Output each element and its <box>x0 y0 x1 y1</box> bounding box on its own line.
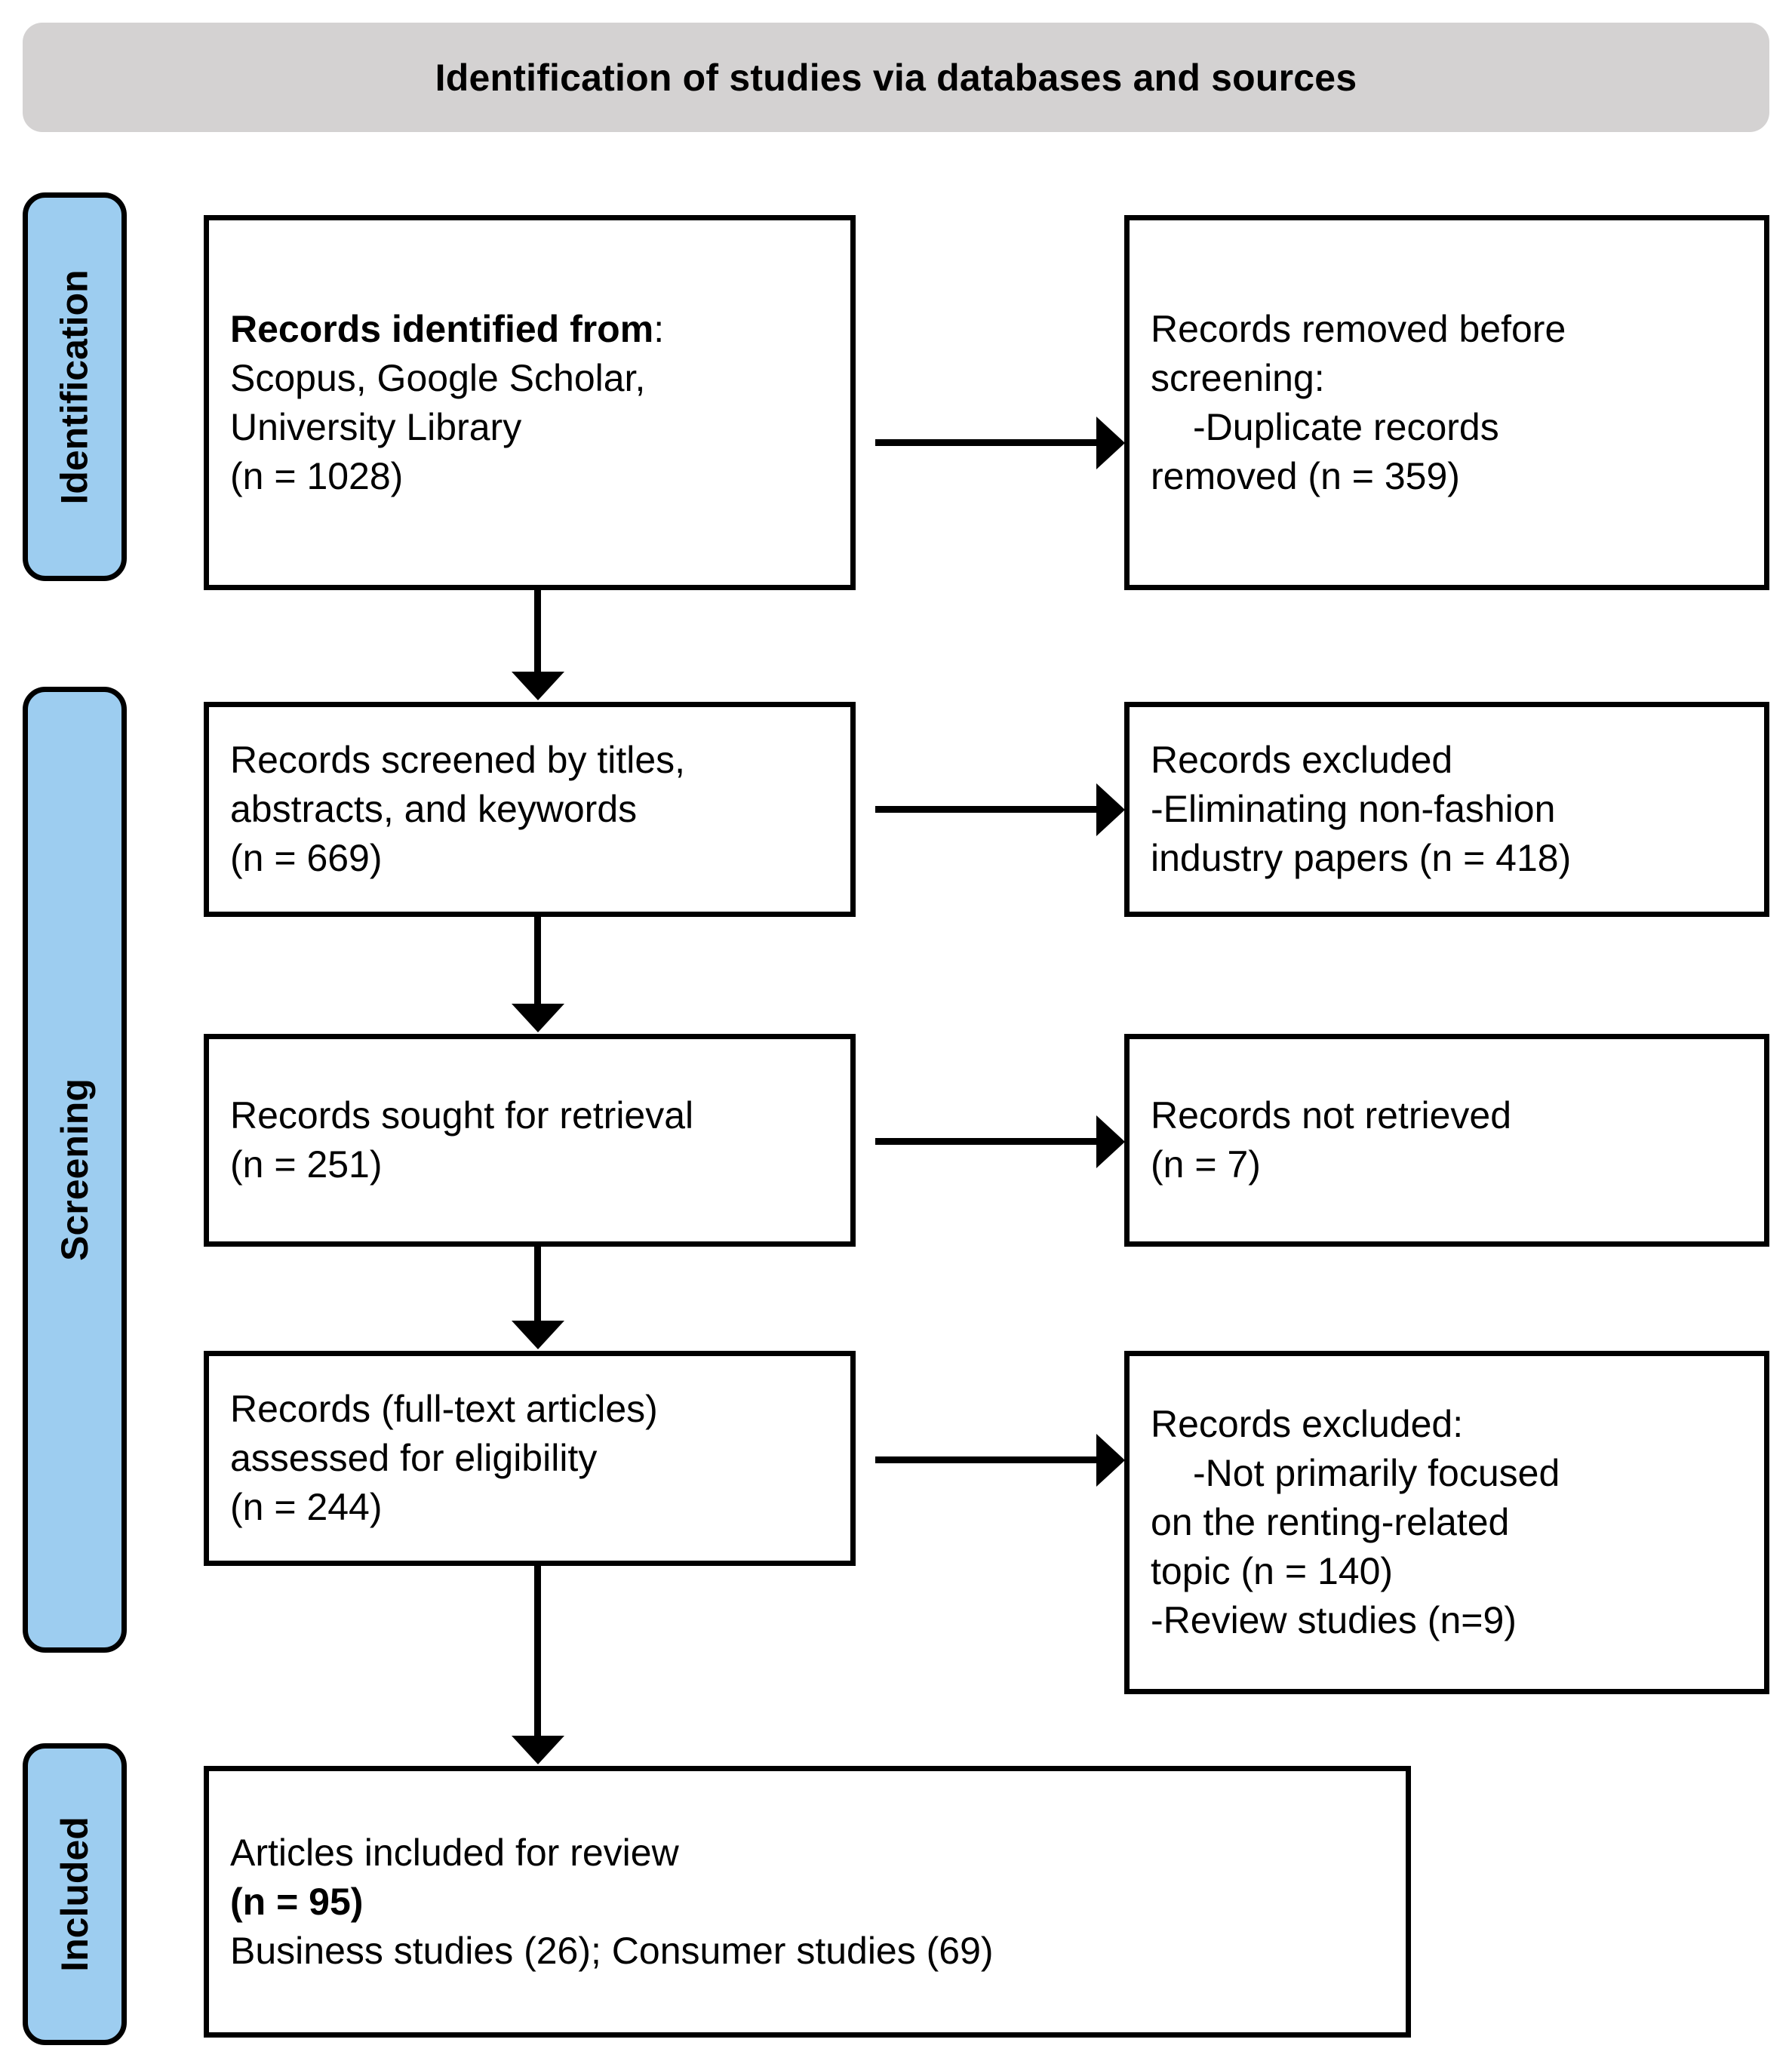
phase-bar-included: Included <box>23 1743 127 2045</box>
box-articles-included-line2: (n = 95) <box>230 1880 364 1923</box>
phase-label-included: Included <box>54 1816 97 1972</box>
box-records-identified-text: Records identified from: Scopus, Google … <box>209 305 850 501</box>
box-records-excluded-eligibility-detail: -Not primarily focused on the renting-re… <box>1151 1452 1560 1641</box>
box-records-identified-body: Scopus, Google Scholar, University Libra… <box>230 356 646 497</box>
phase-label-identification: Identification <box>54 269 97 505</box>
box-records-identified-title: Records identified from <box>230 307 654 350</box>
box-records-removed-text: Records removed before screening: -Dupli… <box>1130 305 1764 501</box>
arrow-right-icon-screened-to-excluded <box>875 806 1098 813</box>
box-records-excluded-eligibility: Records excluded: -Not primarily focused… <box>1124 1351 1769 1694</box>
arrow-down-icon-sought-to-eligibility <box>534 1247 541 1322</box>
box-records-eligibility: Records (full-text articles) assessed fo… <box>204 1351 856 1566</box>
phase-bar-screening: Screening <box>23 687 127 1653</box>
arrow-right-icon-sought-to-not-retrieved <box>875 1138 1098 1145</box>
box-records-not-retrieved-text: Records not retrieved (n = 7) <box>1151 1094 1512 1186</box>
box-records-sought: Records sought for retrieval (n = 251) <box>204 1034 856 1247</box>
arrow-down-icon-identified-to-screened <box>534 590 541 673</box>
box-records-removed-main: Records removed before screening: <box>1151 307 1566 399</box>
box-records-excluded-eligibility-main: Records excluded: <box>1151 1403 1464 1445</box>
arrow-right-icon-identified-to-removed <box>875 439 1098 446</box>
box-records-screened: Records screened by titles, abstracts, a… <box>204 702 856 917</box>
box-records-eligibility-text: Records (full-text articles) assessed fo… <box>230 1388 658 1528</box>
box-records-screened-text: Records screened by titles, abstracts, a… <box>230 739 686 879</box>
diagram-header-band: Identification of studies via databases … <box>23 23 1769 132</box>
box-articles-included-line3: Business studies (26); Consumer studies … <box>230 1929 994 1972</box>
phase-bar-identification: Identification <box>23 192 127 581</box>
box-records-removed-detail: -Duplicate records removed (n = 359) <box>1151 405 1499 497</box>
box-records-sought-text: Records sought for retrieval (n = 251) <box>230 1094 694 1186</box>
box-records-excluded-screening-text: Records excluded -Eliminating non-fashio… <box>1151 739 1572 879</box>
phase-label-screening: Screening <box>54 1078 96 1261</box>
box-records-identified: Records identified from: Scopus, Google … <box>204 215 856 590</box>
arrow-down-icon-eligibility-to-included <box>534 1566 541 1737</box>
box-records-excluded-screening: Records excluded -Eliminating non-fashio… <box>1124 702 1769 917</box>
box-records-identified-colon: : <box>653 307 665 350</box>
box-records-removed: Records removed before screening: -Dupli… <box>1124 215 1769 590</box>
diagram-title: Identification of studies via databases … <box>435 56 1357 99</box>
box-articles-included: Articles included for review (n = 95) Bu… <box>204 1766 1411 2038</box>
arrow-right-icon-eligibility-to-excluded <box>875 1456 1098 1463</box>
box-articles-included-line1: Articles included for review <box>230 1831 679 1874</box>
box-articles-included-text: Articles included for review (n = 95) Bu… <box>209 1829 1406 1976</box>
box-records-excluded-eligibility-text: Records excluded: -Not primarily focused… <box>1130 1400 1764 1645</box>
box-records-not-retrieved: Records not retrieved (n = 7) <box>1124 1034 1769 1247</box>
arrow-down-icon-screened-to-sought <box>534 917 541 1005</box>
